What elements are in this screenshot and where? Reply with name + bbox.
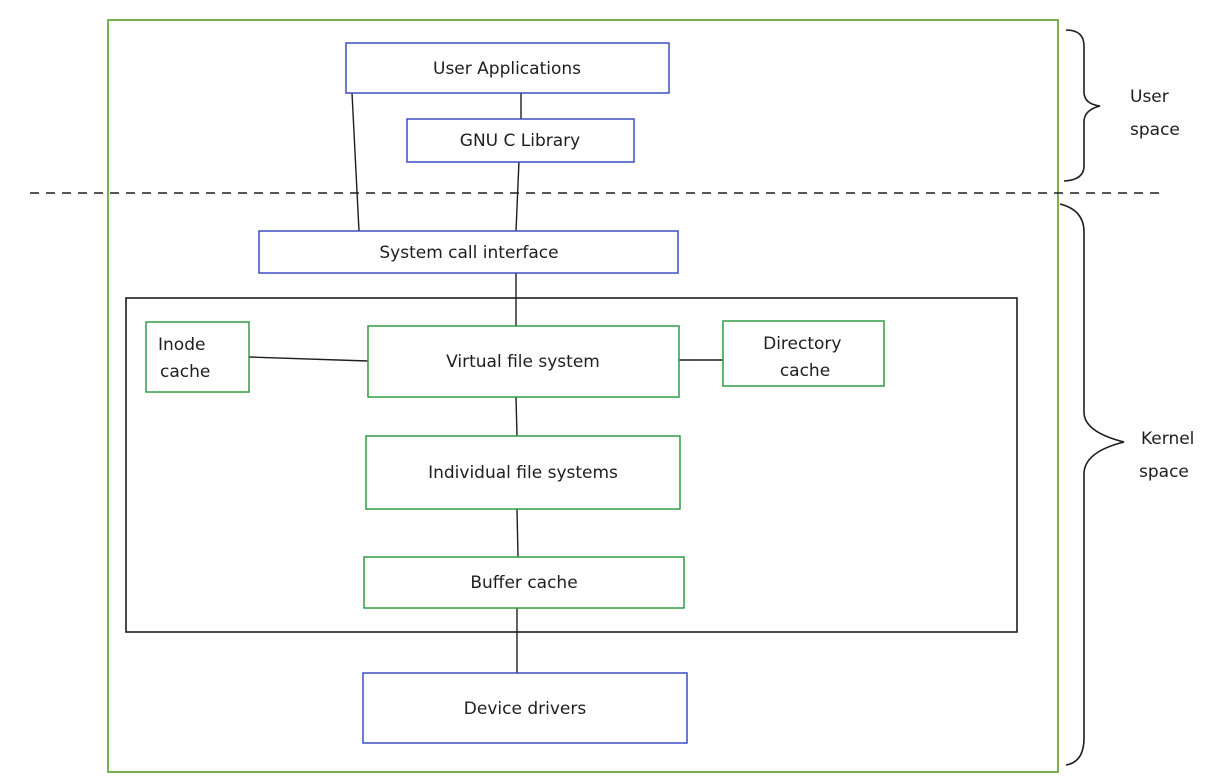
vfs-subsystem-frame	[125, 297, 1018, 633]
directory-cache-label: Directory cache	[763, 334, 847, 381]
user-space-brace	[1063, 29, 1101, 182]
device-drivers-label: Device drivers	[464, 699, 587, 719]
buffer-cache-label: Buffer cache	[470, 573, 577, 593]
system-call-interface-label: System call interface	[379, 243, 558, 263]
virtual-file-system-box	[367, 325, 680, 398]
buffer-cache-box	[363, 556, 685, 609]
gnu-c-library-label: GNU C Library	[460, 131, 580, 151]
connector-vfs-to-individual-fs	[515, 396, 518, 437]
user-space-line-1: User	[1130, 87, 1169, 107]
inode-cache-label: Inode cache	[158, 335, 211, 382]
kernel-space-brace	[1059, 203, 1125, 766]
user-applications-label: User Applications	[433, 59, 581, 79]
individual-file-systems-box	[365, 435, 681, 510]
individual-file-systems-label: Individual file systems	[428, 463, 618, 483]
kernel-space-line-2: space	[1139, 462, 1189, 482]
inode-cache-line-2: cache	[160, 362, 210, 382]
user-space-label: User space	[1130, 87, 1180, 140]
inode-cache-box	[145, 321, 250, 393]
directory-cache-line-2: cache	[780, 361, 830, 381]
gnu-c-library-box	[406, 118, 635, 163]
connector-apps-to-syscall	[351, 92, 360, 232]
connector-glibc-to-syscall	[515, 160, 520, 232]
user-applications-box	[345, 42, 670, 94]
system-call-interface-box	[258, 230, 679, 274]
device-drivers-box	[362, 672, 688, 744]
inode-cache-line-1: Inode	[158, 335, 205, 355]
connector-inode-to-vfs	[248, 356, 369, 362]
connectors	[248, 92, 723, 673]
connector-individual-fs-to-buffer	[516, 508, 519, 558]
directory-cache-box	[722, 320, 885, 387]
kernel-space-label: Kernel space	[1139, 429, 1200, 482]
directory-cache-line-1: Directory	[763, 334, 841, 354]
outer-frame	[107, 19, 1059, 773]
kernel-space-line-1: Kernel	[1141, 429, 1194, 449]
user-space-line-2: space	[1130, 120, 1180, 140]
virtual-file-system-label: Virtual file system	[446, 352, 600, 372]
